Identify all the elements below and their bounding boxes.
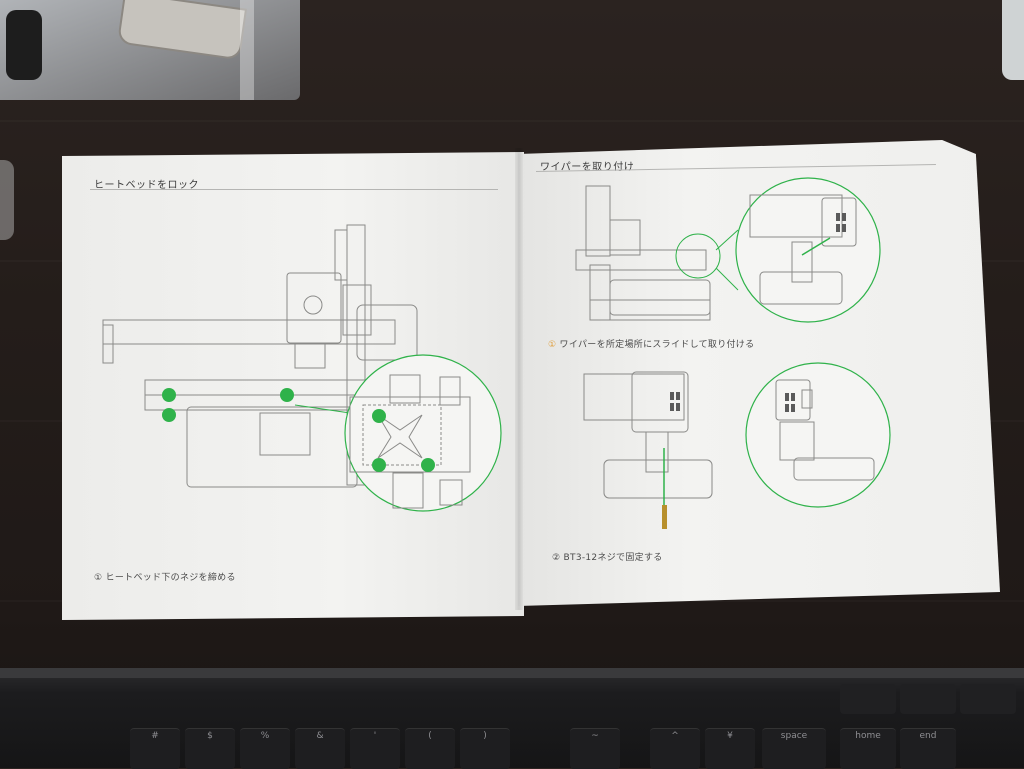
key-yen: ¥ [705,728,755,769]
object-edge [1002,0,1024,80]
right-page-title: ワイパーを取り付け [540,162,635,173]
key-tilde: ~ [570,728,620,769]
key-percent: % [240,728,290,769]
wiper-overview-illustration [575,177,881,323]
step-number: ① [94,573,103,583]
left-page-title: ヒートベッドをロック [94,180,199,191]
key-ampersand: & [295,728,345,769]
key-home: home [840,728,896,769]
key-space: space [762,728,826,769]
plastic-bag [0,0,300,100]
heatbed-lock-illustration [102,224,502,512]
step-number: ② [552,553,561,563]
step-number: ① [548,340,557,350]
left-step-caption: ① ヒートベッド下のネジを締める [94,570,236,583]
key-close-paren: ) [460,728,510,769]
step-text: ヒートベッド下のネジを締める [105,573,236,583]
right-step1-caption: ① ワイパーを所定場所にスライドして取り付ける [548,337,754,350]
key-hash: # [130,728,180,769]
key-open-paren: ( [405,728,455,769]
right-step2-caption: ② BT3-12ネジで固定する [552,550,663,563]
left-title-rule [90,189,498,190]
step-text: ワイパーを所定場所にスライドして取り付ける [559,340,755,350]
black-part [6,10,42,80]
key-dollar: $ [185,728,235,769]
keyboard-edge [0,668,1024,678]
key-apostrophe: ' [350,728,400,769]
wiper-screw-illustration [583,362,891,529]
object-edge-left [0,160,14,240]
key-caret: ^ [650,728,700,769]
step-text: BT3-12ネジで固定する [563,553,663,563]
booklet-spine [515,148,523,610]
key-end: end [900,728,956,769]
